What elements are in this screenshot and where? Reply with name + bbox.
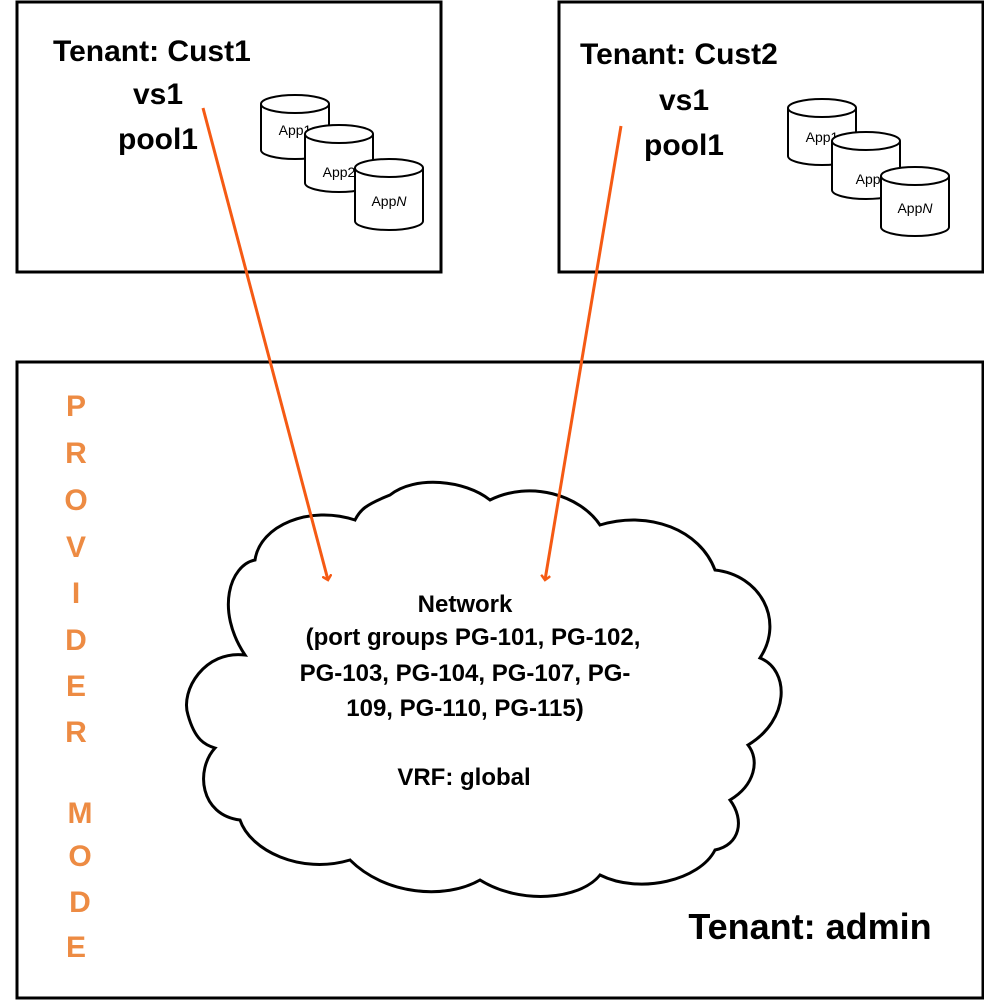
tenant-admin-label: Tenant: admin (688, 906, 931, 947)
arrow-cust1-to-network (201, 107, 328, 580)
tenant-cust2-pool: pool1 (644, 129, 724, 162)
network-line-4: 109, PG-110, PG-115) (346, 695, 583, 722)
appn-label: AppN (897, 200, 933, 216)
app1-label: App1 (806, 129, 839, 145)
provider-mode-vertical-text: P R O V I D E R M O D E (64, 390, 92, 964)
tenant-cust1-title: Tenant: Cust1 (53, 35, 251, 68)
network-line-1: Network (418, 591, 513, 618)
app1-label: App1 (279, 122, 312, 138)
tenant-cust2-vs: vs1 (659, 84, 709, 117)
arrow-cust2-to-network (545, 125, 623, 580)
tenant-cust1-box: Tenant: Cust1 vs1 pool1 App1 App2 AppN (15, 0, 443, 274)
svg-text:D: D (65, 624, 87, 657)
appn-label: AppN (371, 193, 407, 209)
network-cloud-shape (185, 480, 783, 898)
svg-text:D: D (69, 886, 91, 919)
svg-text:E: E (66, 931, 86, 964)
svg-text:P: P (66, 390, 86, 423)
tenant-cust1-pool: pool1 (118, 123, 198, 156)
svg-text:I: I (72, 577, 80, 610)
network-line-2: (port groups PG-101, PG-102, (306, 624, 641, 651)
network-cloud-text: Network (port groups PG-101, PG-102, PG-… (300, 591, 641, 791)
svg-text:E: E (66, 670, 86, 703)
svg-text:O: O (68, 840, 91, 873)
svg-text:O: O (64, 484, 87, 517)
network-line-3: PG-103, PG-104, PG-107, PG- (300, 660, 631, 687)
svg-text:R: R (65, 437, 87, 470)
tenant-cust2-box: Tenant: Cust2 vs1 pool1 App1 App2 AppN (557, 0, 984, 274)
appn-cylinder-icon: AppN (354, 158, 424, 231)
tenant-cust2-title: Tenant: Cust2 (580, 38, 778, 71)
svg-text:R: R (65, 716, 87, 749)
appn-cylinder-icon: AppN (880, 166, 950, 237)
svg-text:V: V (66, 531, 86, 564)
tenant-cust1-vs: vs1 (133, 78, 183, 111)
app2-label: App2 (323, 164, 356, 180)
svg-text:M: M (68, 797, 93, 830)
vrf-label: VRF: global (397, 764, 530, 791)
